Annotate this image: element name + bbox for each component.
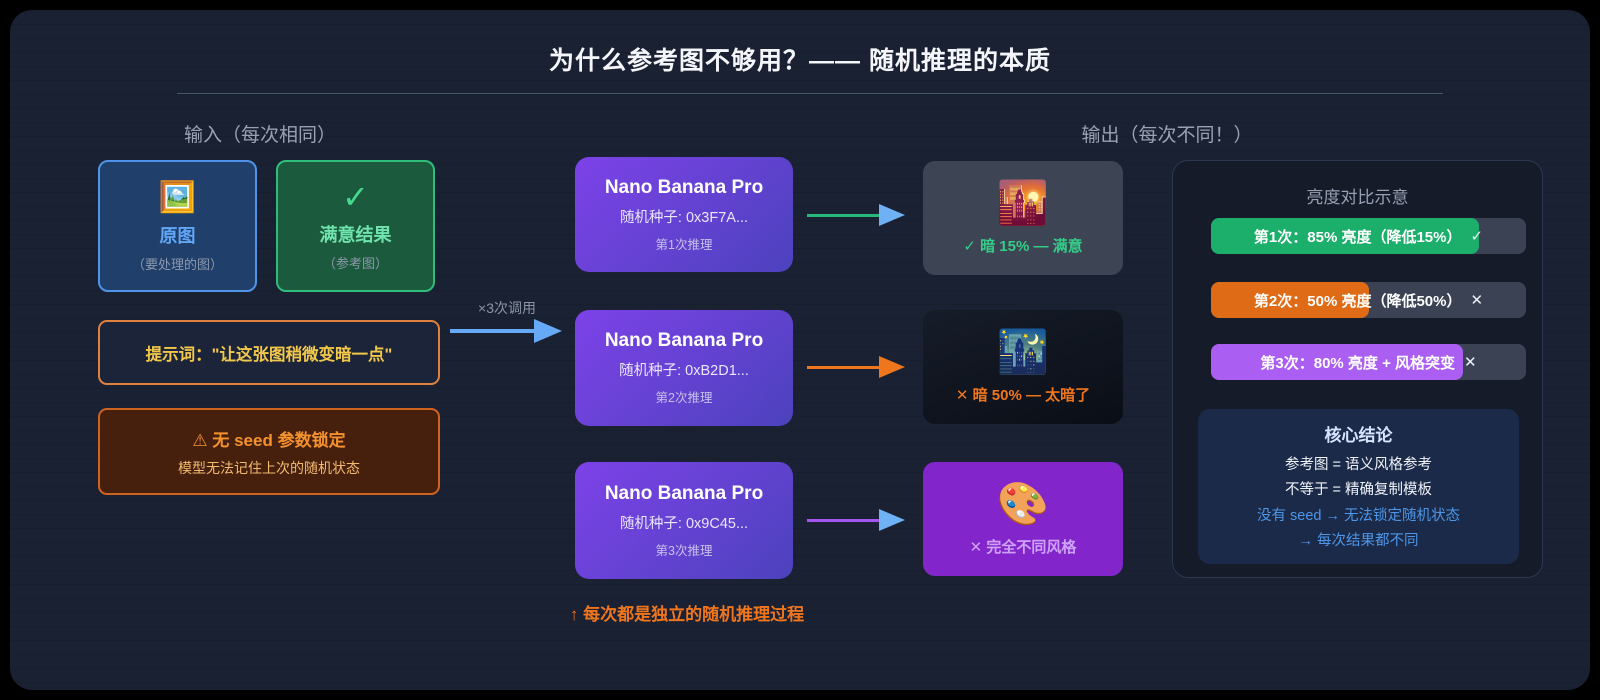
call-count-label: ×3次调用: [478, 300, 536, 316]
brightness-panel-header: 亮度对比示意: [1306, 188, 1409, 207]
no-seed-warning-box: ⚠ 无 seed 参数锁定 模型无法记住上次的随机状态: [98, 408, 440, 495]
output-card-run2: 🌃 ✕ 暗 50% — 太暗了: [923, 310, 1123, 424]
output-section-header: 输出（每次不同！）: [1081, 125, 1253, 146]
brightness-bar-run1: 第1次：85% 亮度（降低15%） ✓: [1211, 218, 1526, 254]
conclusion-line: 参考图 = 语义风格参考: [1284, 456, 1433, 473]
model-title: Nano Banana Pro: [604, 330, 764, 351]
bar-label-run2: 第2次：50% 亮度（降低50%）: [1253, 292, 1462, 310]
core-conclusion-box: 核心结论 参考图 = 语义风格参考 不等于 = 精确复制模板 没有 seed →…: [1198, 409, 1519, 564]
bar-mark-run1: ✓: [1470, 228, 1484, 245]
model-title: Nano Banana Pro: [604, 482, 764, 504]
framed-picture-icon: 🖼️: [158, 180, 197, 214]
model-card-run2: Nano Banana Pro 随机种子: 0xB2D1... 第2次推理: [575, 310, 793, 426]
bar-label-run3: 第3次：80% 亮度 + 风格突变: [1260, 354, 1456, 372]
call-arrow-line: [450, 329, 534, 333]
slide-container: 为什么参考图不够用？—— 随机推理的本质 输入（每次相同） 🖼️ 原图 （要处理…: [10, 10, 1590, 690]
arrow-head-run1-icon: [879, 204, 905, 226]
independence-footnote: ↑ 每次都是独立的随机推理过程: [569, 605, 805, 624]
warning-title: ⚠ 无 seed 参数锁定: [192, 430, 346, 450]
arrow-line-run1: [807, 214, 879, 217]
original-image-card: 🖼️ 原图 （要处理的图）: [98, 160, 257, 292]
model-title: Nano Banana Pro: [604, 176, 764, 198]
conclusion-line-result: → 每次结果都不同: [1298, 532, 1419, 549]
model-run-label: 第2次推理: [655, 391, 713, 405]
bar-fill-run1: [1211, 218, 1479, 254]
output-card-run1: 🌇 ✓ 暗 15% — 满意: [923, 161, 1123, 275]
bar-mark-run3: ✕: [1464, 354, 1477, 371]
page-title: 为什么参考图不够用？—— 随机推理的本质: [549, 47, 1051, 75]
model-card-run3: Nano Banana Pro 随机种子: 0x9C45... 第3次推理: [575, 462, 793, 579]
model-seed: 随机种子: 0x3F7A...: [619, 209, 749, 226]
conclusion-line-seed: 没有 seed → 无法锁定随机状态: [1256, 507, 1461, 524]
output-caption: ✕ 暗 50% — 太暗了: [955, 387, 1091, 405]
arrow-line-run3: [807, 519, 879, 522]
reference-result-card: ✓ 满意结果 （参考图）: [276, 160, 435, 292]
conclusion-line: 不等于 = 精确复制模板: [1284, 482, 1433, 499]
arrow-head-run2-icon: [879, 356, 905, 378]
title-divider: [177, 93, 1443, 94]
output-caption: ✓ 暗 15% — 满意: [963, 238, 1083, 256]
conclusion-title: 核心结论: [1324, 425, 1393, 445]
reference-card-label: 满意结果: [319, 225, 392, 246]
sunset-city-icon: 🌇: [996, 178, 1050, 226]
model-run-label: 第3次推理: [655, 543, 713, 558]
night-city-icon: 🌃: [996, 327, 1050, 375]
model-run-label: 第1次推理: [655, 237, 713, 252]
input-section-header: 输入（每次相同）: [183, 125, 336, 146]
prompt-text: 提示词："让这张图稍微变暗一点": [145, 345, 393, 364]
output-caption: ✕ 完全不同风格: [969, 539, 1077, 557]
arrow-head-run3-icon: [879, 509, 905, 531]
bar-mark-run2: ✕: [1470, 292, 1484, 309]
arrow-line-run2: [807, 366, 879, 369]
bar-label-run1: 第1次：85% 亮度（降低15%）: [1253, 228, 1462, 246]
model-seed: 随机种子: 0xB2D1...: [619, 363, 749, 379]
check-icon: ✓: [342, 178, 369, 215]
reference-card-sublabel: （参考图）: [322, 256, 388, 272]
prompt-box: 提示词："让这张图稍微变暗一点": [98, 320, 440, 385]
bar-fill-run3: [1211, 344, 1463, 380]
bar-fill-run2: [1211, 282, 1369, 318]
model-card-run1: Nano Banana Pro 随机种子: 0x3F7A... 第1次推理: [575, 157, 793, 272]
brightness-bar-run2: 第2次：50% 亮度（降低50%） ✕: [1211, 282, 1526, 318]
call-arrow-head-icon: [534, 319, 562, 343]
brightness-bar-run3: 第3次：80% 亮度 + 风格突变 ✕: [1211, 344, 1526, 380]
original-card-sublabel: （要处理的图）: [131, 256, 223, 272]
model-seed: 随机种子: 0x9C45...: [619, 515, 749, 532]
warning-subtitle: 模型无法记住上次的随机状态: [178, 459, 360, 476]
output-card-run3: 🎨 ✕ 完全不同风格: [923, 462, 1123, 576]
brightness-panel: 亮度对比示意 第1次：85% 亮度（降低15%） ✓ 第2次：50% 亮度（降低…: [1172, 160, 1543, 578]
original-card-label: 原图: [159, 225, 196, 246]
palette-icon: 🎨: [996, 479, 1050, 527]
